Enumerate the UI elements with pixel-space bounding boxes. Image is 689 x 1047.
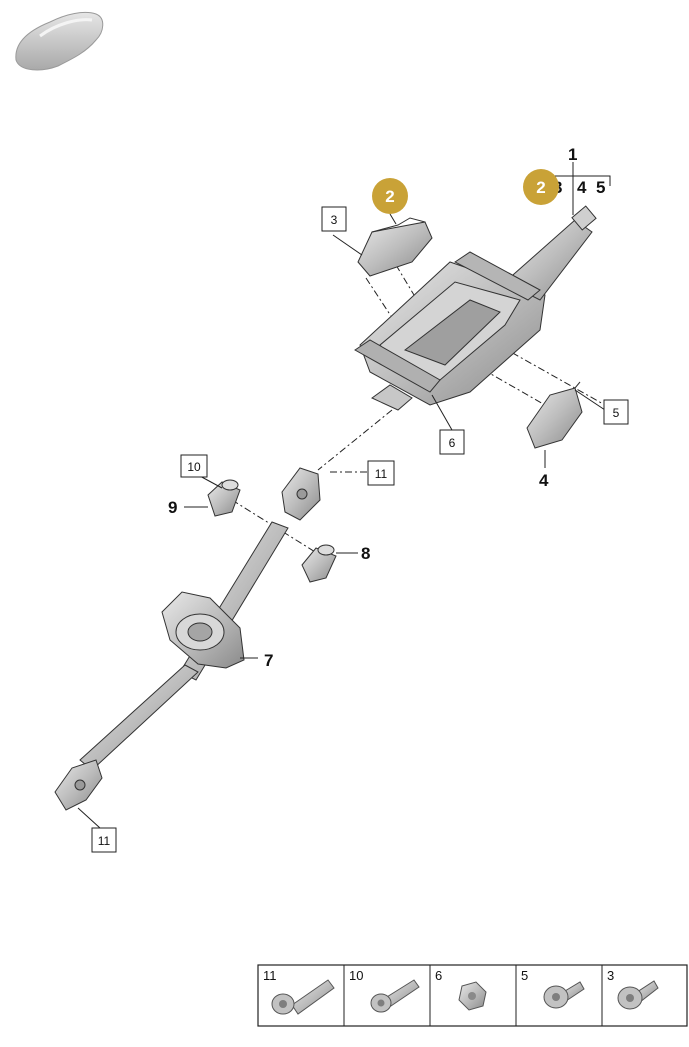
table-cell-10[interactable]: 10 [349,968,363,983]
sleeve-part-8[interactable] [301,544,337,583]
nut-6-icon[interactable] [458,981,487,1011]
svg-text:6: 6 [449,436,456,450]
table-cell-6[interactable]: 6 [435,968,442,983]
callout-9[interactable]: 9 [168,498,177,517]
callout-4[interactable]: 4 [577,178,587,197]
box-callout-3[interactable]: 3 [321,206,347,232]
sleeve-part-9[interactable] [207,479,241,517]
gold-badge-left-label: 2 [385,187,394,206]
svg-text:10: 10 [187,460,201,474]
leader-lines [77,162,611,829]
svg-text:5: 5 [613,406,620,420]
callout-8[interactable]: 8 [361,544,370,563]
universal-joint-lower[interactable] [54,759,103,811]
box-callout-11-upper[interactable]: 11 [367,460,395,486]
table-cell-3[interactable]: 3 [607,968,614,983]
callout-1[interactable]: 1 [568,145,577,164]
callout-5[interactable]: 5 [596,178,605,197]
svg-text:11: 11 [98,834,111,848]
module-part-4[interactable] [526,381,583,449]
steering-column-upper[interactable] [354,205,597,411]
table-cell-5[interactable]: 5 [521,968,528,983]
box-callout-5[interactable]: 5 [603,399,629,425]
gold-badge-right-label: 2 [536,178,545,197]
box-callout-6[interactable]: 6 [439,429,465,455]
car-thumbnail-icon[interactable] [15,11,104,71]
bolt-5-icon[interactable] [543,981,585,1009]
boot-grommet-part-7[interactable] [161,591,245,669]
bolt-3-icon[interactable] [617,980,659,1010]
bolt-11-icon[interactable] [271,979,335,1015]
bolt-10-icon[interactable] [370,979,420,1013]
table-cell-11[interactable]: 11 [263,968,277,983]
callout-7[interactable]: 7 [264,651,273,670]
svg-text:3: 3 [331,213,338,227]
box-callout-11-lower[interactable]: 11 [91,827,117,853]
box-callout-10[interactable]: 10 [180,454,208,478]
gold-badge-right[interactable]: 2 [523,169,559,205]
module-part-3[interactable] [357,217,433,277]
gold-badge-left[interactable]: 2 [372,178,408,214]
callout-4-lower[interactable]: 4 [539,471,549,490]
svg-text:11: 11 [375,467,388,481]
universal-joint-upper[interactable] [281,467,321,521]
fastener-table: 11 10 6 5 3 [257,964,688,1027]
